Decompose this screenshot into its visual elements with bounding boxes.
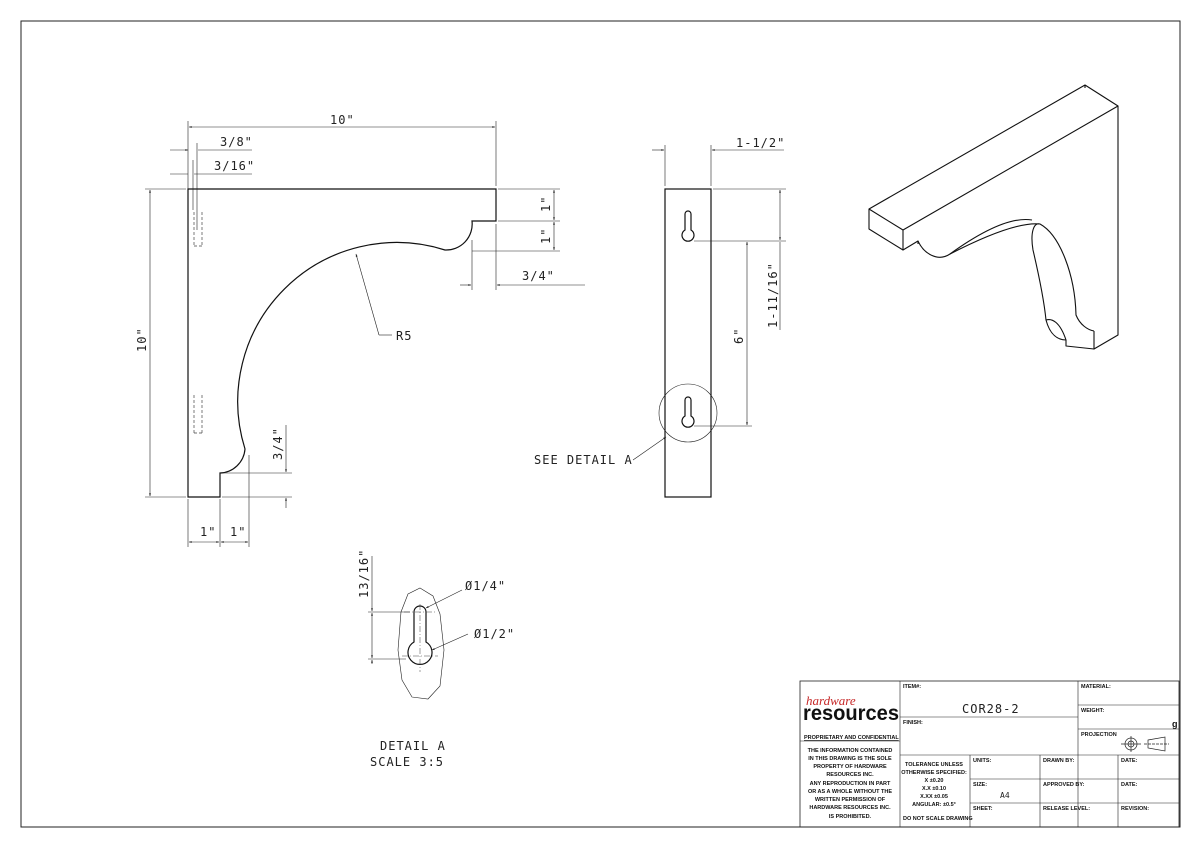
- confidential-notice: THE INFORMATION CONTAINED IN THIS DRAWIN…: [808, 748, 893, 820]
- dim-offset-3-8: 3/8": [220, 135, 253, 149]
- item-label: ITEM#:: [903, 684, 921, 690]
- front-view-outline: [187, 188, 497, 498]
- dim-hole-spacing: 6": [732, 328, 746, 344]
- dim-bottom-1a: 1": [200, 525, 216, 539]
- detail-a-circle: [658, 383, 718, 443]
- sheet-border: [20, 20, 1181, 828]
- do-not-scale: DO NOT SCALE DRAWING: [903, 816, 973, 822]
- projection-label: PROJECTION: [1081, 732, 1117, 738]
- svg-text:WRITTEN PERMISSION OF: WRITTEN PERMISSION OF: [815, 797, 886, 803]
- revision-label: REVISION:: [1121, 806, 1149, 812]
- title-block-frame: [799, 680, 1180, 828]
- logo-hardware: hardware: [806, 693, 856, 708]
- isometric-view: [868, 84, 1119, 350]
- svg-text:OR AS A WHOLE WITHOUT THE: OR AS A WHOLE WITHOUT THE: [808, 789, 892, 795]
- svg-text:X.X ±0.10: X.X ±0.10: [922, 786, 946, 792]
- finish-label: FINISH:: [903, 720, 923, 726]
- size-label: SIZE:: [973, 782, 987, 788]
- dim-top-step-2: 1": [539, 228, 553, 244]
- detail-a-keyhole: [407, 605, 433, 665]
- svg-text:THE INFORMATION CONTAINED: THE INFORMATION CONTAINED: [808, 748, 893, 754]
- dim-top-to-hole: 1-11/16": [766, 262, 780, 328]
- logo-resources: resources: [803, 702, 899, 725]
- svg-text:X.XX ±0.05: X.XX ±0.05: [920, 794, 948, 800]
- dim-large-diameter: Ø1/2": [474, 627, 515, 641]
- weight-label: WEIGHT:: [1081, 708, 1104, 714]
- radius-label: R5: [396, 329, 412, 343]
- title-block: hardware resources PROPRIETARY AND CONFI…: [799, 680, 1180, 828]
- dim-thickness: 1-1/2": [736, 136, 785, 150]
- svg-text:TOLERANCE UNLESS: TOLERANCE UNLESS: [905, 762, 963, 768]
- svg-text:IS PROHIBITED.: IS PROHIBITED.: [829, 814, 872, 820]
- detail-callout: SEE DETAIL A: [534, 453, 633, 467]
- approved-by-label: APPROVED BY:: [1043, 782, 1085, 788]
- dim-top-step-1: 1": [539, 196, 553, 212]
- units-label: UNITS:: [973, 758, 992, 764]
- detail-a-view: 13/16" Ø1/4" Ø1/2" DETAIL A SCALE 3:5: [357, 549, 515, 769]
- svg-text:OTHERWISE SPECIFIED:: OTHERWISE SPECIFIED:: [901, 770, 967, 776]
- release-level-label: RELEASE LEVEL:: [1043, 806, 1090, 812]
- dim-bottom-1b: 1": [230, 525, 246, 539]
- detail-a-title: DETAIL A: [380, 739, 446, 753]
- drawn-by-label: DRAWN BY:: [1043, 758, 1075, 764]
- proprietary-notice: PROPRIETARY AND CONFIDENTIAL: [804, 735, 899, 741]
- sheet-label: SHEET:: [973, 806, 993, 812]
- svg-text:RESOURCES INC.: RESOURCES INC.: [826, 772, 874, 778]
- dim-top-3-4: 3/4": [522, 269, 555, 283]
- svg-text:ANGULAR: ±0.5°: ANGULAR: ±0.5°: [912, 802, 956, 808]
- svg-text:HARDWARE RESOURCES INC.: HARDWARE RESOURCES INC.: [809, 805, 891, 811]
- material-label: MATERIAL:: [1081, 684, 1111, 690]
- tolerance-notes: TOLERANCE UNLESS OTHERWISE SPECIFIED: X …: [901, 762, 967, 808]
- third-angle-projection-icon: [1121, 736, 1169, 752]
- front-view: 10" 3/8" 3/16" 10" 1" 1" 3/4" R5: [135, 113, 585, 547]
- dim-bottom-3-4: 3/4": [271, 427, 285, 460]
- detail-a-scale: SCALE 3:5: [370, 755, 444, 769]
- keyhole-bottom: [681, 396, 695, 428]
- dim-detail-height: 13/16": [357, 549, 371, 598]
- svg-text:X ±0.20: X ±0.20: [925, 778, 944, 784]
- side-view: 1-1/2" 1-11/16" 6" SEE DETAIL A: [534, 136, 786, 498]
- dim-offset-3-16: 3/16": [214, 159, 255, 173]
- side-view-outline: [664, 188, 712, 498]
- keyhole-top: [681, 210, 695, 242]
- item-value: COR28-2: [962, 702, 1020, 716]
- date-label-drawn: DATE:: [1121, 758, 1138, 764]
- date-label-approved: DATE:: [1121, 782, 1138, 788]
- detail-a-break-outline: [397, 587, 445, 700]
- dim-overall-width: 10": [330, 113, 355, 127]
- weight-unit: g: [1172, 719, 1178, 729]
- svg-text:IN THIS DRAWING IS THE SOLE: IN THIS DRAWING IS THE SOLE: [808, 756, 892, 762]
- dim-overall-height: 10": [135, 327, 149, 352]
- svg-text:ANY REPRODUCTION IN PART: ANY REPRODUCTION IN PART: [810, 781, 891, 787]
- svg-text:PROPERTY OF HARDWARE: PROPERTY OF HARDWARE: [813, 764, 887, 770]
- dim-small-diameter: Ø1/4": [465, 579, 506, 593]
- size-value: A4: [1000, 791, 1010, 800]
